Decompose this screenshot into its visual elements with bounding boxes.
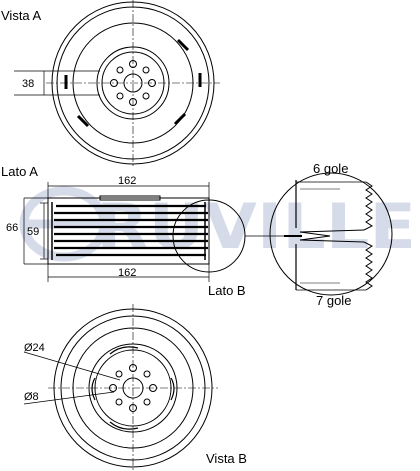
vista-b-leaders bbox=[23, 351, 121, 405]
dim-162-bottom: 162 bbox=[118, 267, 136, 279]
label-vista-a: Vista A bbox=[1, 8, 42, 23]
dim-dia24: Ø24 bbox=[24, 342, 45, 354]
detail-view bbox=[269, 172, 393, 296]
vista-b-centerlines bbox=[48, 304, 218, 471]
dim-66: 66 bbox=[6, 222, 18, 234]
dim-59: 59 bbox=[27, 226, 39, 238]
detail-label-top: 6 gole bbox=[313, 161, 348, 176]
label-vista-b: Vista B bbox=[206, 451, 247, 466]
detail-teeth-upper bbox=[363, 181, 373, 231]
dim-162-top: 162 bbox=[118, 175, 136, 187]
vista-b-view bbox=[23, 304, 218, 471]
label-lato-a: Lato A bbox=[1, 164, 38, 179]
label-lato-b: Lato B bbox=[208, 283, 246, 298]
dim-dia8: Ø8 bbox=[24, 391, 39, 403]
watermark: RUVILLE bbox=[19, 186, 416, 263]
dim-38: 38 bbox=[22, 78, 34, 90]
lato-a-grooves bbox=[54, 204, 208, 257]
vista-a-centerlines bbox=[46, 0, 220, 168]
lato-a-dim-lines bbox=[23, 182, 210, 282]
vista-b-slots bbox=[91, 346, 175, 430]
dim-38-lines bbox=[14, 70, 100, 96]
vista-a-slots bbox=[64, 38, 202, 128]
lato-a-view bbox=[23, 182, 286, 282]
detail-teeth-lower bbox=[363, 241, 373, 291]
detail-label-bottom: 7 gole bbox=[316, 293, 351, 308]
vista-a-view bbox=[14, 0, 220, 168]
